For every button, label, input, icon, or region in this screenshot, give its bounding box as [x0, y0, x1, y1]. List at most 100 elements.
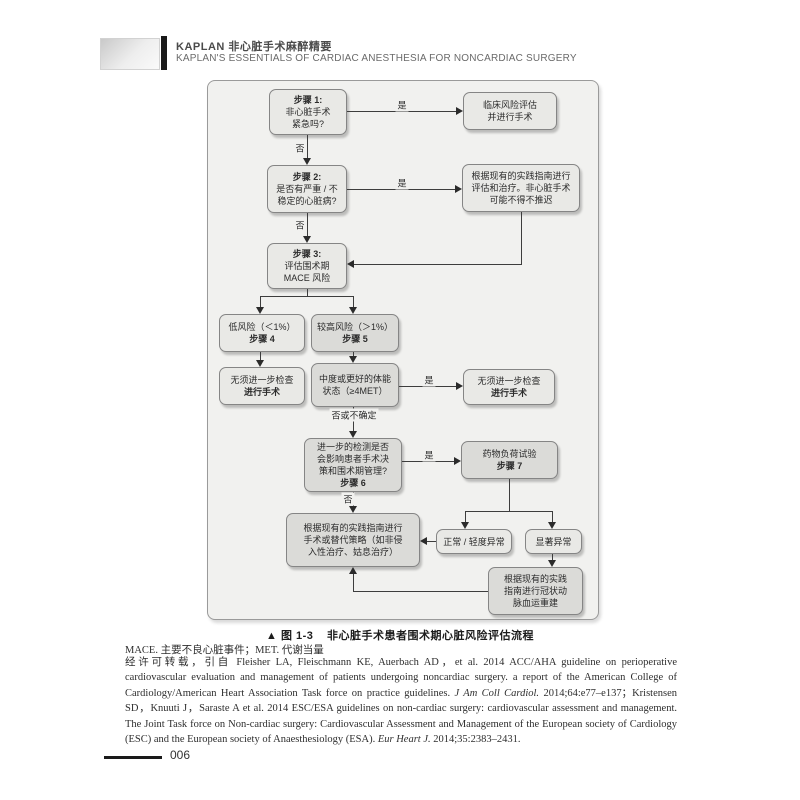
box-text-line: 步骤 7: [496, 461, 523, 471]
connector-arrowhead: [349, 307, 357, 314]
figure-label: 图 1-3: [280, 630, 314, 642]
connector-line: [307, 135, 308, 159]
connector-line: [402, 461, 455, 462]
connector-arrowhead: [303, 236, 311, 243]
connector-line: [353, 296, 354, 309]
flowchart-box-abnormal-result: 显著异常: [525, 529, 582, 554]
abbreviation-note: MACE. 主要不良心脏事件；MET. 代谢当量: [125, 645, 324, 656]
box-text-line: 会影响患者手术决: [316, 454, 389, 464]
box-text-line: 步骤 1:: [293, 95, 323, 105]
box-text-line: 状态（≥4MET）: [322, 386, 388, 396]
connector-arrowhead: [456, 382, 463, 390]
box-text-line: 脉血运重建: [512, 598, 558, 608]
book-title-english: KAPLAN'S ESSENTIALS OF CARDIAC ANESTHESI…: [176, 53, 577, 64]
connector-line: [260, 352, 261, 361]
connector-line: [399, 386, 457, 387]
box-text-line: 进行手术: [490, 388, 527, 398]
connector-line: [353, 591, 488, 592]
box-text-line: 显著异常: [535, 536, 572, 547]
connector-arrowhead: [349, 356, 357, 363]
flowchart-box-step6: 进一步的检测是否会影响患者手术决策和围术期管理?步骤 6: [304, 438, 402, 492]
box-text-line: 稳定的心脏病?: [277, 196, 337, 206]
connector-line: [307, 213, 308, 237]
box-text-line: 步骤 4: [249, 334, 275, 344]
connector-line: [347, 189, 456, 190]
box-text-line: 低风险（＜1%）: [228, 322, 296, 332]
flowchart-box-no-test-left: 无须进一步检查进行手术: [219, 367, 305, 405]
box-text-line: 步骤 6: [340, 478, 366, 488]
journal-name: J Am Coll Cardiol.: [454, 687, 540, 699]
connector-arrowhead: [349, 506, 357, 513]
box-text-line: 并进行手术: [487, 112, 533, 122]
flowchart-box-low-risk: 低风险（＜1%） 步骤 4: [219, 314, 305, 352]
box-text-line: 入性治疗、姑息治疗）: [307, 547, 398, 557]
flowchart-label-yes-2: 是: [395, 176, 409, 190]
connector-line: [509, 479, 510, 512]
box-text-line: 步骤 3:: [292, 249, 322, 259]
journal-name: Eur Heart J.: [377, 734, 431, 746]
connector-arrowhead: [548, 522, 556, 529]
connector-line: [260, 296, 261, 309]
box-text-line: 非心脏手术: [285, 107, 331, 117]
box-text-line: 可能不得不推迟: [489, 195, 553, 205]
flowchart-container: 步骤 1: 非心脏手术紧急吗? 临床风险评估并进行手术步骤 2: 是否有严重 / 不稳…: [207, 80, 599, 620]
connector-arrowhead: [461, 522, 469, 529]
box-text-line: 评估围术期: [284, 261, 330, 271]
box-text-line: 较高风险（＞1%）: [316, 322, 393, 332]
box-text-line: 中度或更好的体能: [318, 374, 391, 384]
connector-line: [307, 289, 308, 297]
box-text-line: 临床风险评估: [482, 100, 537, 110]
flowchart-label-no-or-unsure: 否或不确定: [329, 408, 379, 422]
footer-rule: [104, 756, 162, 759]
connector-arrowhead: [256, 307, 264, 314]
box-text-line: 指南进行冠状动: [503, 586, 567, 596]
header-accent-bar: [161, 36, 167, 70]
connector-arrowhead: [420, 537, 427, 545]
connector-arrowhead: [256, 360, 264, 367]
flowchart-box-clinical-risk: 临床风险评估并进行手术: [463, 92, 557, 130]
citation-text: 2014;64:e77–e137；Kristensen SD，Knuuti J，…: [125, 687, 678, 746]
connector-arrowhead: [454, 457, 461, 465]
box-text-line: 评估和治疗。非心脏手术: [471, 183, 571, 193]
flowchart-box-step2: 步骤 2: 是否有严重 / 不稳定的心脏病?: [267, 165, 347, 213]
figure-caption: ▲ 图 1-3 非心脏手术患者围术期心脏风险评估流程: [0, 627, 800, 643]
citation-text: 2014;35:2383–2431.: [430, 734, 521, 746]
flowchart-label-no-3: 否: [341, 492, 355, 506]
book-title-chinese: KAPLAN 非心脏手术麻醉精要: [176, 41, 332, 53]
connector-line: [521, 212, 522, 265]
flowchart-box-guideline-eval: 根据现有的实践指南进行评估和治疗。非心脏手术可能不得不推迟: [462, 164, 580, 212]
flowchart-label-yes-3: 是: [422, 373, 436, 387]
flowchart-box-revascularization: 根据现有的实践指南进行冠状动脉血运重建: [488, 567, 583, 615]
connector-arrowhead: [347, 260, 354, 268]
flowchart-label-yes-4: 是: [422, 448, 436, 462]
connector-line: [353, 573, 354, 591]
box-text-line: 是否有严重 / 不: [276, 184, 338, 194]
box-text-line: 策和围术期管理?: [318, 466, 387, 476]
box-text-line: 步骤 5: [342, 334, 368, 344]
flowchart-label-yes-1: 是: [395, 98, 409, 112]
citation-paragraph: 经许可转载，引自 Fleisher LA, Fleischmann KE, Au…: [125, 655, 677, 747]
connector-line: [552, 554, 553, 562]
box-text-line: 紧急吗?: [291, 119, 324, 129]
connector-arrowhead: [349, 567, 357, 574]
connector-arrowhead: [548, 560, 556, 567]
connector-line: [347, 111, 457, 112]
connector-arrowhead: [349, 431, 357, 438]
connector-arrowhead: [455, 185, 462, 193]
caption-triangle-icon: ▲: [266, 630, 278, 642]
flowchart-box-functional-status: 中度或更好的体能状态（≥4MET）: [311, 363, 399, 407]
connector-line: [426, 541, 436, 542]
box-text-line: 无须进一步检查: [230, 375, 294, 385]
header-decoration-block: [100, 38, 160, 70]
flowchart-box-no-test-right: 无须进一步检查进行手术: [463, 369, 555, 405]
flowchart-label-no-2: 否: [293, 218, 307, 232]
connector-line: [353, 264, 522, 265]
flowchart-box-normal-result: 正常 / 轻度异常: [436, 529, 512, 554]
connector-line: [465, 511, 553, 512]
box-text-line: 步骤 2:: [292, 172, 322, 182]
box-text-line: 药物负荷试验: [482, 449, 537, 459]
connector-line: [353, 352, 354, 359]
flowchart-box-alt-strategy: 根据现有的实践指南进行手术或替代策略（如非侵入性治疗、姑息治疗）: [286, 513, 420, 567]
flowchart-box-elevated-risk: 较高风险（＞1%） 步骤 5: [311, 314, 399, 352]
